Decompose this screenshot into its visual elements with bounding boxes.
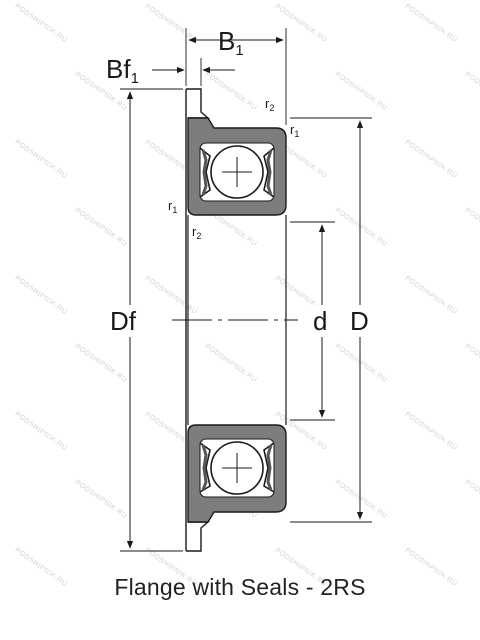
label-D: D	[350, 306, 369, 336]
label-df: Df	[110, 306, 137, 336]
extension-lines	[120, 28, 372, 552]
label-r1-left: r1	[168, 198, 177, 215]
diagram-caption: Flange with Seals - 2RS	[114, 574, 366, 600]
label-r2-top: r2	[265, 96, 274, 113]
label-d: d	[313, 306, 327, 336]
label-bf1: Bf1	[106, 54, 139, 87]
label-r1-top: r1	[290, 122, 299, 139]
label-r2-bottom: r2	[192, 224, 201, 241]
upper-ring-section	[187, 117, 287, 216]
lower-ring-section	[187, 424, 287, 523]
label-b1: B1	[218, 26, 244, 59]
